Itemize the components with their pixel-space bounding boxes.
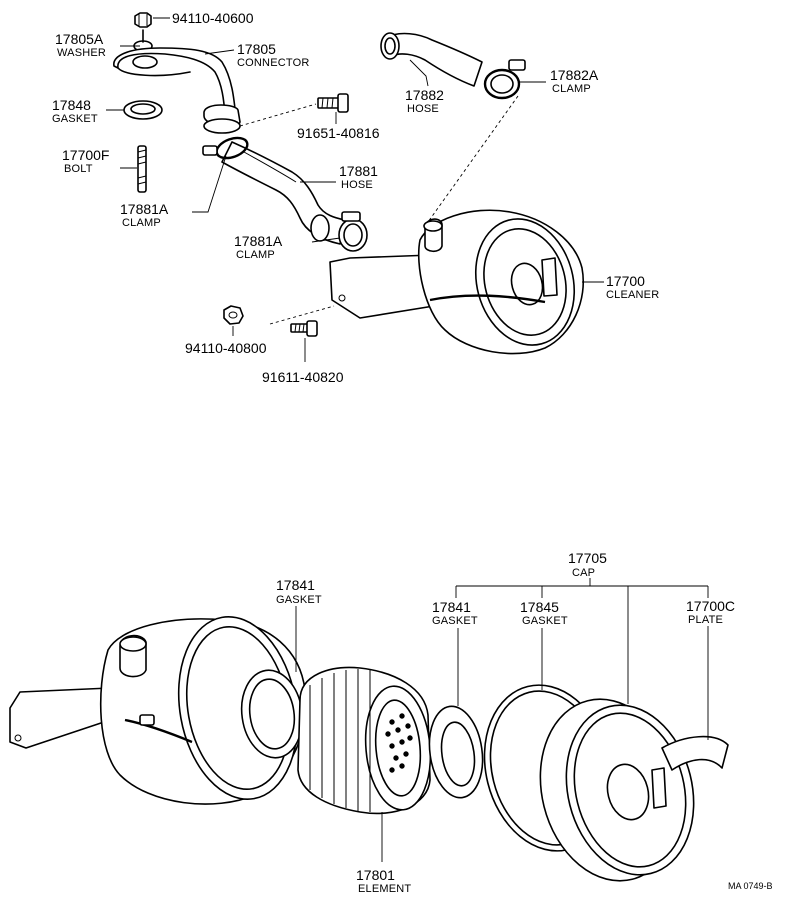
svg-text:17881A: 17881A [234, 233, 283, 249]
svg-text:91651-40816: 91651-40816 [297, 125, 380, 141]
svg-text:17882: 17882 [405, 87, 444, 103]
svg-text:17882A: 17882A [550, 67, 599, 83]
plate-17700c-drawing [661, 735, 729, 771]
label-17700f: 17700F BOLT [62, 147, 109, 175]
label-91611-40820: 91611-40820 [262, 369, 344, 385]
svg-text:BOLT: BOLT [64, 163, 93, 175]
label-17805a: 17805A WASHER [55, 31, 106, 59]
label-17700: 17700 CLEANER [606, 273, 659, 301]
svg-text:17700F: 17700F [62, 147, 109, 163]
svg-text:GASKET: GASKET [432, 615, 478, 627]
svg-text:17805: 17805 [237, 41, 276, 57]
alignment-dashed-lines [239, 95, 519, 325]
clamp-17881a-lower-drawing [338, 211, 368, 252]
svg-text:CONNECTOR: CONNECTOR [237, 57, 310, 69]
svg-text:17848: 17848 [52, 97, 91, 113]
drawing-reference-code: MA 0749-B [728, 881, 773, 891]
svg-text:CLAMP: CLAMP [122, 217, 161, 229]
svg-text:17841: 17841 [276, 577, 315, 593]
bolt-17700f-drawing [137, 145, 147, 193]
svg-text:GASKET: GASKET [52, 113, 98, 125]
upper-leader-lines [106, 17, 604, 362]
svg-text:GASKET: GASKET [276, 594, 322, 606]
label-94110-40800: 94110-40800 [185, 340, 267, 356]
label-17805: 17805 CONNECTOR [237, 41, 310, 69]
label-17882a: 17882A CLAMP [550, 67, 599, 95]
label-17881a-upper: 17881A CLAMP [120, 201, 169, 229]
label-17841-right: 17841 GASKET [432, 599, 478, 627]
svg-text:17881A: 17881A [120, 201, 169, 217]
label-17841-left: 17841 GASKET [276, 577, 322, 606]
label-17881a-lower: 17881A CLAMP [234, 233, 283, 261]
label-17700c: 17700C PLATE [686, 598, 735, 626]
label-17705: 17705 CAP [568, 550, 607, 579]
hose-17881-drawing [221, 141, 346, 245]
svg-text:94110-40800: 94110-40800 [185, 340, 267, 356]
lower-leader-lines [295, 578, 709, 862]
svg-text:PLATE: PLATE [688, 614, 723, 626]
svg-text:ELEMENT: ELEMENT [358, 883, 411, 895]
svg-text:HOSE: HOSE [341, 179, 373, 191]
svg-text:CAP: CAP [572, 567, 595, 579]
svg-text:WASHER: WASHER [57, 47, 106, 59]
label-17881: 17881 HOSE [339, 163, 378, 191]
label-17845: 17845 GASKET [520, 599, 568, 627]
hose-17882-drawing [380, 32, 483, 87]
screw-91651-40816-drawing [317, 93, 349, 113]
svg-text:17700: 17700 [606, 273, 645, 289]
cleaner-17700-drawing [329, 209, 584, 355]
element-17801-drawing [297, 666, 432, 815]
label-17801: 17801 ELEMENT [356, 867, 411, 895]
svg-text:91611-40820: 91611-40820 [262, 369, 344, 385]
clamp-17882a-drawing [483, 59, 526, 100]
svg-text:17845: 17845 [520, 599, 559, 615]
svg-text:17881: 17881 [339, 163, 378, 179]
svg-text:17700C: 17700C [686, 598, 735, 614]
svg-text:CLAMP: CLAMP [552, 83, 591, 95]
label-17848: 17848 GASKET [52, 97, 98, 125]
svg-text:GASKET: GASKET [522, 615, 568, 627]
label-94110-40600: 94110-40600 [172, 10, 254, 26]
svg-text:CLAMP: CLAMP [236, 249, 275, 261]
element-pleat-lines [309, 669, 371, 812]
bolt-91611-40820-drawing [290, 320, 318, 337]
nut-94110-40600-drawing [134, 12, 152, 28]
connector-17805-drawing [113, 47, 241, 134]
svg-text:17805A: 17805A [55, 31, 104, 47]
gasket-17841-right-drawing [428, 705, 484, 799]
gasket-17848-drawing [123, 100, 163, 120]
svg-text:17801: 17801 [356, 867, 395, 883]
clamp-17881a-upper-drawing [202, 136, 249, 160]
svg-text:94110-40600: 94110-40600 [172, 10, 254, 26]
element-holes [385, 713, 413, 773]
svg-text:HOSE: HOSE [407, 103, 439, 115]
label-17882: 17882 HOSE [405, 87, 444, 115]
label-91651-40816: 91651-40816 [297, 125, 380, 141]
svg-text:17841: 17841 [432, 599, 471, 615]
svg-text:17705: 17705 [568, 550, 607, 566]
svg-text:CLEANER: CLEANER [606, 289, 659, 301]
nut-94110-40800-drawing [223, 305, 244, 325]
